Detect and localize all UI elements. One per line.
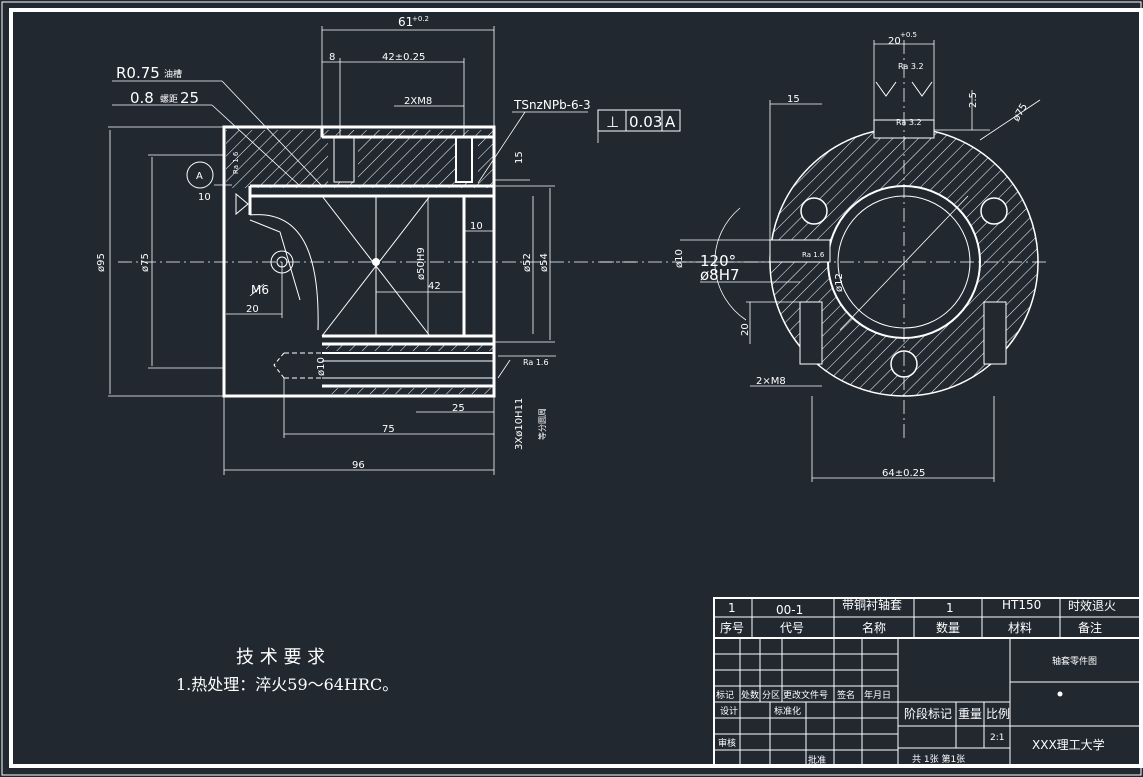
angle-label: 120° [700, 252, 736, 270]
svg-text:00-1: 00-1 [776, 603, 803, 617]
svg-text:64±0.25: 64±0.25 [882, 468, 925, 479]
svg-text:签名: 签名 [837, 689, 855, 701]
svg-text:10: 10 [198, 192, 211, 203]
svg-text:A: A [196, 171, 203, 182]
notes-line1: 1.热处理：淬火59～64HRC。 [176, 675, 398, 694]
svg-text:阶段标记: 阶段标记 [904, 706, 952, 721]
svg-text:2×M8: 2×M8 [756, 376, 786, 387]
svg-text:数量: 数量 [936, 620, 960, 635]
svg-text:Ra 1.6: Ra 1.6 [232, 151, 240, 174]
svg-text:15: 15 [787, 94, 800, 105]
svg-text:75: 75 [382, 424, 395, 435]
end-view [600, 40, 1050, 482]
svg-text:⊥: ⊥ [606, 113, 619, 131]
svg-text:96: 96 [352, 460, 365, 471]
svg-text:ø95: ø95 [96, 253, 107, 272]
inner-border [9, 8, 1143, 768]
svg-text:+0.5: +0.5 [900, 31, 917, 39]
svg-text:标准化: 标准化 [774, 705, 801, 717]
section-view [108, 26, 681, 475]
svg-text:Ra 3.2: Ra 3.2 [898, 62, 924, 71]
oil-groove-label: R0.75 [116, 64, 160, 82]
svg-text:M6: M6 [251, 283, 269, 297]
svg-text:设计: 设计 [720, 705, 738, 717]
svg-text:A: A [665, 113, 676, 131]
hatch-upper [226, 130, 494, 188]
svg-text:15: 15 [514, 151, 525, 164]
svg-text:ø52: ø52 [522, 253, 533, 272]
svg-text:年月日: 年月日 [864, 689, 891, 701]
coating-label: TSnzNPb-6-3 [513, 98, 591, 112]
svg-text:ø10: ø10 [674, 249, 685, 268]
svg-text:20: 20 [740, 323, 751, 336]
school-name: XXX理工大学 [1032, 737, 1105, 752]
notes-title: 技 术 要 求 [236, 647, 325, 668]
svg-text:1: 1 [946, 601, 954, 615]
svg-text:批准: 批准 [808, 754, 826, 766]
svg-text:25: 25 [452, 403, 465, 414]
svg-text:材料: 材料 [1008, 621, 1032, 635]
svg-text:序号: 序号 [720, 620, 744, 635]
title-dot [1057, 691, 1063, 697]
svg-text:ø10: ø10 [316, 357, 327, 376]
svg-text:8: 8 [329, 52, 335, 63]
svg-text:ø50H9: ø50H9 [416, 247, 427, 280]
section-view-labels: 61 +0.2 8 42±0.25 2XM8 R0.75 油槽 0.8 螺距 2… [96, 15, 676, 471]
svg-text:更改文件号: 更改文件号 [783, 689, 828, 701]
svg-text:重量: 重量 [958, 707, 982, 721]
svg-text:标记: 标记 [716, 689, 734, 701]
svg-text:20: 20 [888, 36, 901, 47]
svg-text:ø12: ø12 [834, 273, 845, 292]
svg-text:Ra 3.2: Ra 3.2 [896, 118, 922, 127]
svg-text:2:1: 2:1 [990, 733, 1004, 743]
svg-text:+0.2: +0.2 [412, 15, 429, 23]
svg-text:分区: 分区 [762, 690, 780, 701]
svg-text:ø54: ø54 [539, 253, 550, 272]
svg-text:25: 25 [180, 89, 199, 107]
svg-text:带铜衬轴套: 带铜衬轴套 [842, 597, 902, 612]
svg-text:ø75: ø75 [1011, 102, 1030, 124]
svg-text:42±0.25: 42±0.25 [382, 52, 425, 63]
svg-text:42: 42 [428, 281, 441, 292]
title-block-text: 1 00-1 带铜衬轴套 1 HT150 时效退火 序号 代号 名称 数量 材料… [716, 597, 1116, 766]
svg-text:时效退火: 时效退火 [1068, 598, 1116, 613]
svg-text:代号: 代号 [780, 621, 804, 635]
svg-text:Ra 1.6: Ra 1.6 [802, 251, 825, 259]
svg-text:等分圆周: 等分圆周 [537, 408, 547, 440]
svg-text:比例: 比例 [986, 707, 1010, 721]
svg-text:ø75: ø75 [140, 253, 151, 272]
svg-text:HT150: HT150 [1002, 598, 1041, 612]
dim-overall: 61 [398, 15, 413, 29]
svg-text:备注: 备注 [1078, 620, 1102, 635]
svg-text:0.03: 0.03 [629, 113, 662, 131]
svg-text:油槽: 油槽 [164, 68, 182, 80]
svg-text:共 1张 第1张: 共 1张 第1张 [912, 753, 965, 765]
svg-text:1: 1 [728, 601, 736, 615]
svg-text:名称: 名称 [862, 620, 886, 635]
svg-text:ø8H7: ø8H7 [700, 266, 740, 284]
svg-text:2XM8: 2XM8 [404, 96, 432, 107]
svg-text:0.8: 0.8 [130, 89, 154, 107]
drawing-name: 轴套零件图 [1052, 655, 1097, 667]
title-block [713, 597, 1142, 767]
svg-text:20: 20 [246, 304, 259, 315]
svg-text:2.5: 2.5 [968, 92, 979, 108]
svg-text:审核: 审核 [718, 737, 736, 749]
svg-text:3Xø10H11: 3Xø10H11 [514, 398, 525, 450]
svg-text:10: 10 [470, 221, 483, 232]
svg-text:螺距: 螺距 [160, 94, 178, 105]
svg-text:Ra 1.6: Ra 1.6 [523, 358, 549, 367]
svg-text:处数: 处数 [741, 689, 759, 701]
